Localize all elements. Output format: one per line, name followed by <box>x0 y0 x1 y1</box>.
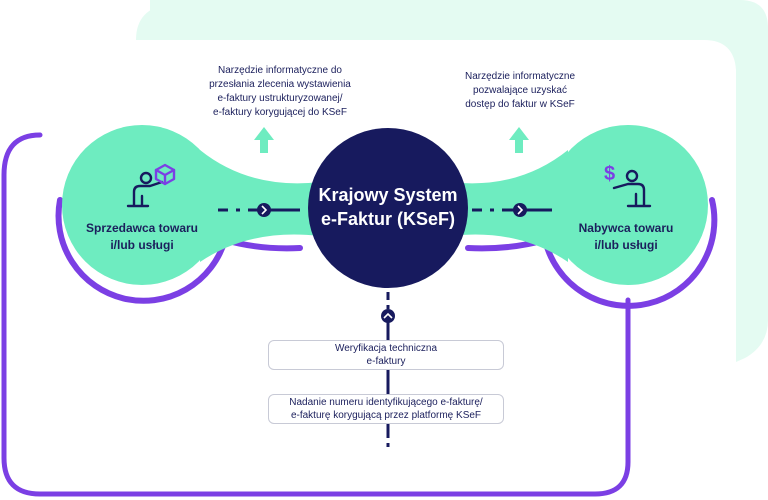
technical-verification-box: Weryfikacja techniczna e-faktury <box>268 340 504 370</box>
seller-to-ksef-connector <box>218 203 300 217</box>
seller-label-line1: Sprzedawca towaru <box>85 221 199 235</box>
ksef-title: Krajowy System e-Faktur (KSeF) <box>306 183 470 231</box>
seller-label-line2: i/lub usługi <box>110 238 174 252</box>
note-line: przesłania zlecenia wystawienia <box>209 79 351 90</box>
note-line: Narzędzie informatyczne <box>464 71 576 82</box>
purple-frame <box>1 132 631 497</box>
box-line: e-fakturę korygującą przez platformę KSe… <box>290 410 482 421</box>
note-line: e-faktury korygującej do KSeF <box>213 107 347 118</box>
buyer-label-line1: Nabywca towaru <box>578 221 674 235</box>
ksef-circle <box>308 128 468 288</box>
ksef-title-line2: e-Faktur (KSeF) <box>320 209 455 229</box>
ksef-title-line1: Krajowy System <box>318 185 458 205</box>
box-line: Weryfikacja techniczna <box>334 343 438 354</box>
buyer-blob-shadow <box>465 197 718 309</box>
note-line: Narzędzie informatyczne do <box>218 65 342 76</box>
right-up-arrow-icon <box>509 127 529 153</box>
seller-blob-shadow <box>55 197 303 304</box>
vertical-connector <box>381 292 395 447</box>
buyer-label-line2: i/lub usługi <box>594 238 658 252</box>
person-dollar-icon <box>612 169 652 208</box>
note-line: e-faktury ustrukturyzowanej/ <box>217 93 343 104</box>
dollar-sign-icon: $ <box>604 163 615 185</box>
box-line: Nadanie numeru identyfikującego e-faktur… <box>289 397 483 408</box>
person-presenting-box-icon <box>126 163 176 208</box>
number-assignment-box: Nadanie numeru identyfikującego e-faktur… <box>268 394 504 424</box>
seller-label: Sprzedawca towaru i/lub usługi <box>82 220 202 254</box>
left-up-arrow-icon <box>254 127 274 153</box>
note-line: pozwalające uzyskać <box>473 85 567 96</box>
buyer-label: Nabywca towaru i/lub usługi <box>566 220 686 254</box>
buyer-tool-note: Narzędzie informatyczne pozwalające uzys… <box>440 70 600 112</box>
right-bridge <box>450 150 568 262</box>
background-panel-fill <box>136 4 762 356</box>
seller-tool-note: Narzędzie informatyczne do przesłania zl… <box>190 64 370 120</box>
ksef-to-buyer-connector <box>472 203 552 217</box>
note-line: dostęp do faktur w KSeF <box>465 99 575 110</box>
box-line: e-faktury <box>366 356 406 367</box>
